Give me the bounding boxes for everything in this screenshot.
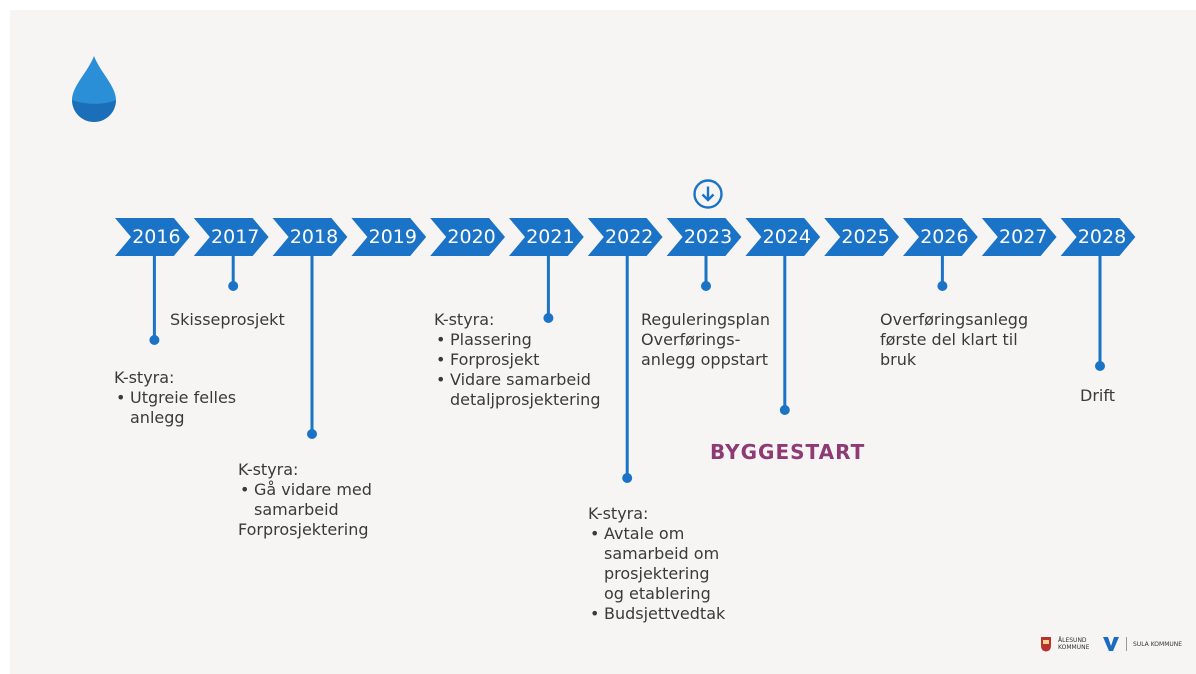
connector-dot-2021 [543, 313, 554, 323]
note-2018-item: Gå vidare med samarbeid [238, 480, 386, 520]
note-2021-item: Vidare samarbeid detaljprosjektering [434, 370, 620, 410]
year-label-2019: 2019 [368, 226, 417, 248]
note-2022-item-text: Budsjettvedtak [604, 604, 726, 623]
year-chevron [193, 218, 269, 256]
year-label-2024: 2024 [762, 226, 811, 248]
note-2026: Overføringsanlegg første del klart til b… [880, 310, 1028, 370]
year-chevron [272, 218, 348, 256]
note-2023-line2: Overførings- [641, 330, 741, 349]
note-2028: Drift [1080, 386, 1115, 406]
note-2021-item: Forprosjekt [434, 350, 620, 370]
year-label-2022: 2022 [605, 226, 654, 248]
note-2021-item: Plassering [434, 330, 620, 350]
timeline-slide: 2016 2017 2018 2019 2020 2021 2022 2023 2024 2025… [10, 10, 1196, 674]
municipality-logos: ÅLESUND KOMMUNE SULA KOMMUNE [1040, 636, 1182, 652]
alesund-crest-icon [1041, 637, 1051, 652]
arrow-down-circle-icon [693, 179, 723, 209]
alesund-logo-text: ÅLESUND KOMMUNE [1058, 637, 1090, 651]
connector-dot-2028 [1095, 361, 1105, 371]
note-2021-item-text: Vidare samarbeid detaljprosjektering [450, 370, 601, 409]
year-label-2023: 2023 [683, 226, 733, 248]
note-2021-item-text: Plassering [450, 330, 532, 349]
timeline [115, 218, 1136, 483]
connector-dot-2022 [622, 473, 633, 483]
year-chevron [1060, 218, 1136, 256]
year-chevron [981, 218, 1057, 256]
year-chevron [430, 218, 505, 256]
note-2017-text: Skisseprosjekt [170, 310, 285, 329]
note-2018-item-text: Gå vidare med samarbeid [254, 480, 372, 519]
note-2028-text: Drift [1080, 386, 1115, 405]
year-label-2021: 2021 [526, 226, 575, 248]
year-label-2025: 2025 [841, 226, 890, 248]
year-label-2017: 2017 [211, 226, 260, 248]
note-2016: K-styra: Utgreie felles anlegg [114, 368, 240, 428]
year-chevron [351, 218, 427, 256]
year-chevron [587, 218, 663, 256]
note-2026-line1: Overføringsanlegg [880, 310, 1029, 329]
year-chevron [115, 218, 190, 256]
note-2022: K-styra: Avtale om samarbeid om prosjekt… [588, 504, 734, 624]
year-label-2020: 2020 [447, 226, 496, 248]
connector-dot-2024 [779, 405, 790, 415]
year-label-2028: 2028 [1077, 226, 1127, 248]
note-2016-item: Utgreie felles anlegg [114, 388, 240, 428]
year-label-2027: 2027 [999, 226, 1048, 248]
connector-dot-2017 [228, 281, 239, 291]
note-2017: Skisseprosjekt [170, 310, 285, 330]
year-label-2018: 2018 [289, 226, 339, 248]
note-2021-item-text: Forprosjekt [450, 350, 540, 369]
note-2023: Reguleringsplan Overførings- anlegg opps… [641, 310, 770, 370]
note-2021: K-styra: Plassering Forprosjekt Vidare s… [434, 310, 620, 410]
connector-dot-2016 [149, 335, 160, 345]
note-2018: K-styra: Gå vidare med samarbeid Forpros… [238, 460, 386, 540]
note-2021-title: K-styra: [434, 310, 495, 329]
note-2026-line2: første del klart til [880, 330, 1018, 349]
note-2022-item-text: Avtale om samarbeid om prosjektering og … [604, 524, 720, 603]
note-2023-line3: anlegg oppstart [641, 350, 768, 369]
note-2022-title: K-styra: [588, 504, 649, 523]
connector-dot-2023 [701, 281, 711, 291]
note-2018-after: Forprosjektering [238, 520, 369, 539]
year-chevron [745, 218, 821, 256]
year-chevron [903, 218, 978, 256]
note-2016-item-text: Utgreie felles anlegg [130, 388, 237, 427]
sula-logo-text: SULA KOMMUNE [1133, 640, 1183, 648]
year-label-2026: 2026 [920, 226, 969, 248]
note-2026-line3: bruk [880, 350, 917, 369]
year-chevron [666, 218, 742, 256]
water-drop-icon [72, 56, 116, 122]
byggestart-label: BYGGESTART [710, 440, 866, 464]
note-2022-item: Budsjettvedtak [588, 604, 734, 624]
connector-dot-2026 [937, 281, 948, 291]
year-chevron [509, 218, 584, 256]
note-2018-title: K-styra: [238, 460, 299, 479]
year-chevron [824, 218, 899, 256]
note-2023-line1: Reguleringsplan [641, 310, 771, 329]
year-label-2016: 2016 [132, 226, 181, 248]
sula-v-icon [1103, 637, 1119, 651]
connector-dot-2018 [307, 429, 317, 439]
note-2022-item: Avtale om samarbeid om prosjektering og … [588, 524, 734, 604]
logo-divider [1126, 637, 1127, 651]
note-2016-title: K-styra: [114, 368, 175, 387]
